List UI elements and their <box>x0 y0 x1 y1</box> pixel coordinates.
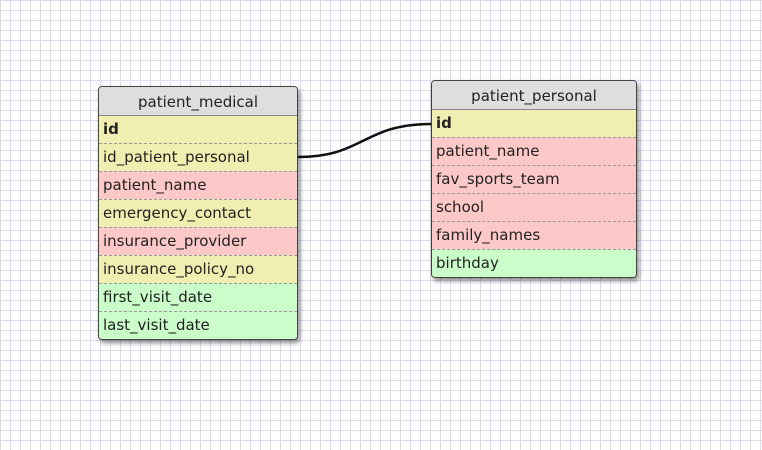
field-row[interactable]: patient_name <box>432 137 636 165</box>
table-patient-personal[interactable]: patient_personal id patient_name fav_spo… <box>431 80 637 278</box>
table-patient-medical[interactable]: patient_medical id id_patient_personal p… <box>98 86 298 340</box>
field-row[interactable]: emergency_contact <box>99 199 297 227</box>
field-row[interactable]: insurance_provider <box>99 227 297 255</box>
field-row[interactable]: id <box>99 116 297 143</box>
field-list: id id_patient_personal patient_name emer… <box>99 116 297 339</box>
field-list: id patient_name fav_sports_team school f… <box>432 110 636 277</box>
field-row[interactable]: fav_sports_team <box>432 165 636 193</box>
field-row[interactable]: id_patient_personal <box>99 143 297 171</box>
field-row[interactable]: id <box>432 110 636 137</box>
table-title[interactable]: patient_medical <box>99 87 297 116</box>
relation-line-medical-to-personal[interactable] <box>296 122 433 159</box>
field-row[interactable]: last_visit_date <box>99 311 297 339</box>
table-title[interactable]: patient_personal <box>432 81 636 110</box>
field-row[interactable]: patient_name <box>99 171 297 199</box>
field-row[interactable]: insurance_policy_no <box>99 255 297 283</box>
field-row[interactable]: family_names <box>432 221 636 249</box>
field-row[interactable]: first_visit_date <box>99 283 297 311</box>
field-row[interactable]: birthday <box>432 249 636 277</box>
field-row[interactable]: school <box>432 193 636 221</box>
